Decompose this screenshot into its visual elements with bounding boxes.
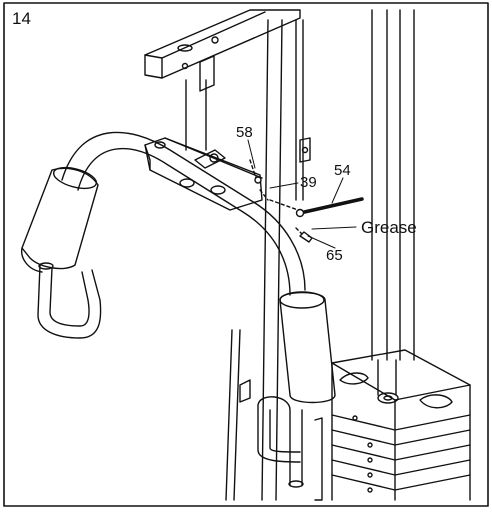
right-u-handle [257,396,304,488]
leader-lines [247,139,357,249]
weight-stack [314,349,471,501]
pivot-bracket [144,137,311,211]
top-crossbar [144,9,301,92]
grease-callout: Grease [361,218,417,237]
upright-clip [239,379,251,403]
weight-guide-rods [371,9,415,361]
left-u-handle [37,262,102,339]
part-54-callout: 54 [334,162,351,179]
left-handle-pad [21,166,99,273]
figure-border [3,2,489,507]
press-arm [61,131,306,296]
step-number: 14 [12,9,31,28]
cable-assembly [249,159,364,243]
part-39-callout: 39 [300,174,317,191]
right-roller-pad [279,291,336,404]
part-58-callout: 58 [236,124,253,141]
part-65-callout: 65 [326,247,343,264]
main-upright [185,19,304,501]
